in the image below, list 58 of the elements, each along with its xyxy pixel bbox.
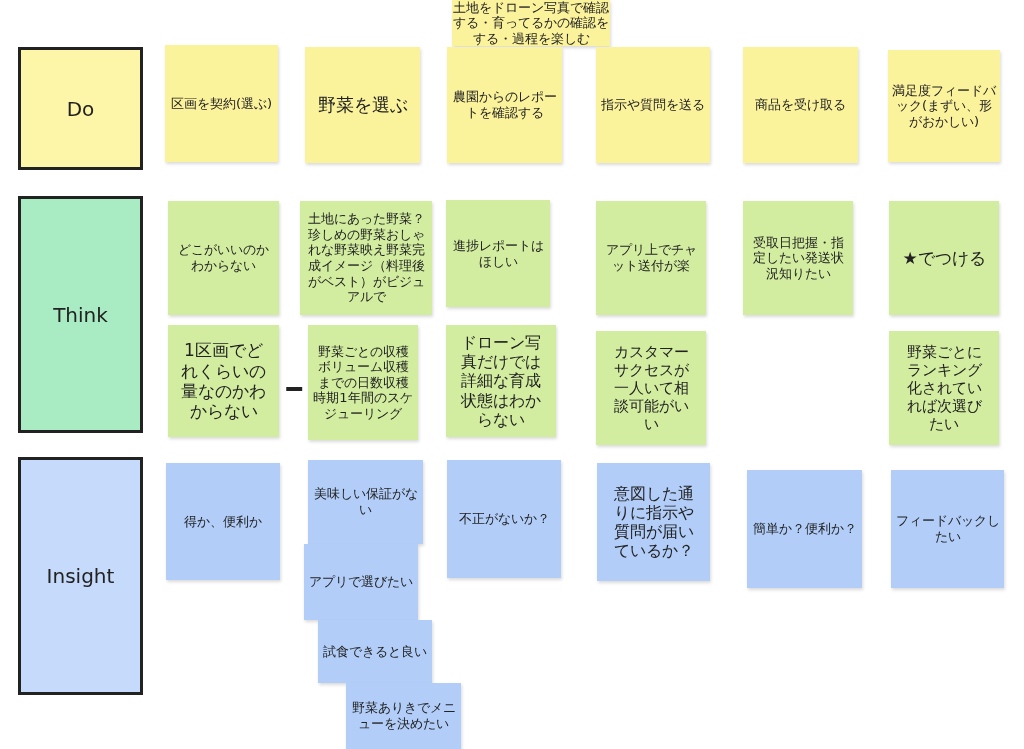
note-text: ドローン写真だけでは詳細な育成状態はわからない	[460, 333, 542, 429]
sticky-note	[447, 460, 561, 578]
note-text: 試食できると良い	[323, 643, 427, 660]
sticky-note	[747, 470, 862, 588]
sticky-note	[446, 200, 550, 307]
note-text: カスタマーサクセスが一人いて相談可能がいい	[612, 343, 690, 433]
note-text: 農園からのレポートを確認する	[451, 89, 558, 121]
row-header-box	[18, 196, 143, 433]
sticky-note	[308, 325, 418, 440]
sticky-note	[596, 331, 706, 445]
sticky-note	[596, 47, 710, 163]
note-text: 受取日把握・指定したい発送状況知りたい	[751, 234, 845, 282]
sticky-note	[346, 683, 461, 749]
note-text: 指示や質問を送る	[601, 97, 705, 113]
note-text: 商品を受け取る	[755, 97, 846, 113]
note-text: 不正がないか？	[458, 511, 550, 527]
note-text: Insight	[46, 564, 115, 588]
row-header-box	[18, 457, 143, 695]
sticky-note	[596, 201, 706, 315]
note-text: 進捗レポートはほしい	[451, 237, 545, 270]
note-text: Think	[53, 302, 108, 327]
sticky-note	[889, 201, 999, 315]
note-text: フィードバックしたい	[895, 513, 1000, 545]
sticky-note	[168, 201, 279, 315]
row-header-box	[18, 47, 143, 170]
note-text: アプリ上でチャット送付が楽	[604, 242, 698, 274]
note-text: 区画を契約(選ぶ)	[170, 95, 273, 112]
sticky-note	[308, 460, 423, 544]
note-text: どこがいいのかわからない	[177, 242, 270, 274]
sticky-note	[891, 470, 1004, 588]
note-text: 満足度フィードバック(まずい、形がおかしい)	[892, 82, 996, 130]
note-text: 野菜を選ぶ	[317, 94, 408, 116]
connector-line	[286, 387, 303, 391]
note-text: 簡単か？便利か？	[752, 521, 857, 537]
note-text: Do	[66, 96, 95, 121]
note-text: 野菜ありきでメニューを決めたい	[350, 700, 457, 732]
note-text: 美味しい保証がない	[312, 486, 419, 518]
sticky-note	[168, 325, 279, 437]
sticky-note	[166, 463, 280, 580]
note-text: 野菜ごとにランキング化されていれば次選びたい	[905, 343, 983, 433]
sticky-note	[300, 201, 432, 315]
note-text: 1区画でどれくらいの量なのかわからない	[180, 340, 267, 422]
note-text: ★でつける	[902, 247, 986, 269]
sticky-note	[446, 325, 556, 437]
note-text: アプリで選びたい	[309, 574, 413, 590]
note-text: 野菜ごとの収穫ボリューム収穫までの日数収穫時期1年間のスケジューリング	[312, 343, 414, 422]
sticky-note	[888, 50, 1000, 162]
sticky-note	[305, 47, 420, 163]
note-text: 得か、便利か	[184, 513, 262, 530]
sticky-note	[447, 47, 562, 163]
sticky-note	[597, 463, 710, 581]
note-text: 土地をドローン写真で確認する・育ってるかの確認をする・過程を楽しむ	[453, 0, 609, 47]
note-text: 意図した通りに指示や質問が届いているか？	[612, 483, 695, 561]
sticky-note	[165, 45, 278, 162]
sticky-note	[743, 201, 853, 315]
sticky-note	[743, 47, 858, 163]
note-text: 土地にあった野菜？珍しめの野菜おしゃれな野菜映え野菜完成イメージ（料理後がベスト）がビジュアルで	[306, 211, 426, 305]
sticky-note	[889, 331, 999, 445]
